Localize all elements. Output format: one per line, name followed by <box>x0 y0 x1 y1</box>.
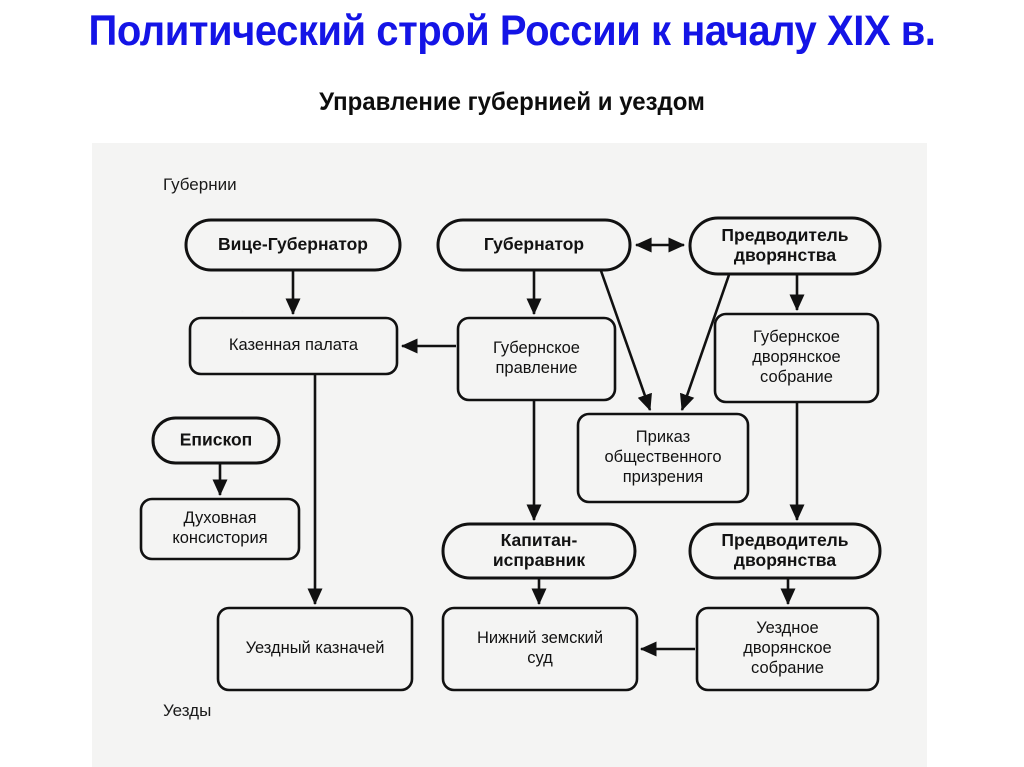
node-label-gubernator: Губернатор <box>484 234 584 254</box>
node-label-kazennaya-palata: Казенная палата <box>229 336 359 354</box>
slide-subtitle: Управление губернией и уездом <box>319 88 705 116</box>
zone-label-uyezds: Уезды <box>163 701 211 720</box>
node-label-episkop: Епископ <box>180 429 253 449</box>
node-label-uezdnyy-kaznachey: Уездный казначей <box>246 639 385 657</box>
zone-label-governorates: Губернии <box>163 175 237 194</box>
node-label-kapitan-ispravnik: Капитан-исправник <box>493 530 586 570</box>
slide-title: Политический строй России к началу XIX в… <box>88 7 936 55</box>
node-label-vice-gubernator: Вице-Губернатор <box>218 234 368 254</box>
